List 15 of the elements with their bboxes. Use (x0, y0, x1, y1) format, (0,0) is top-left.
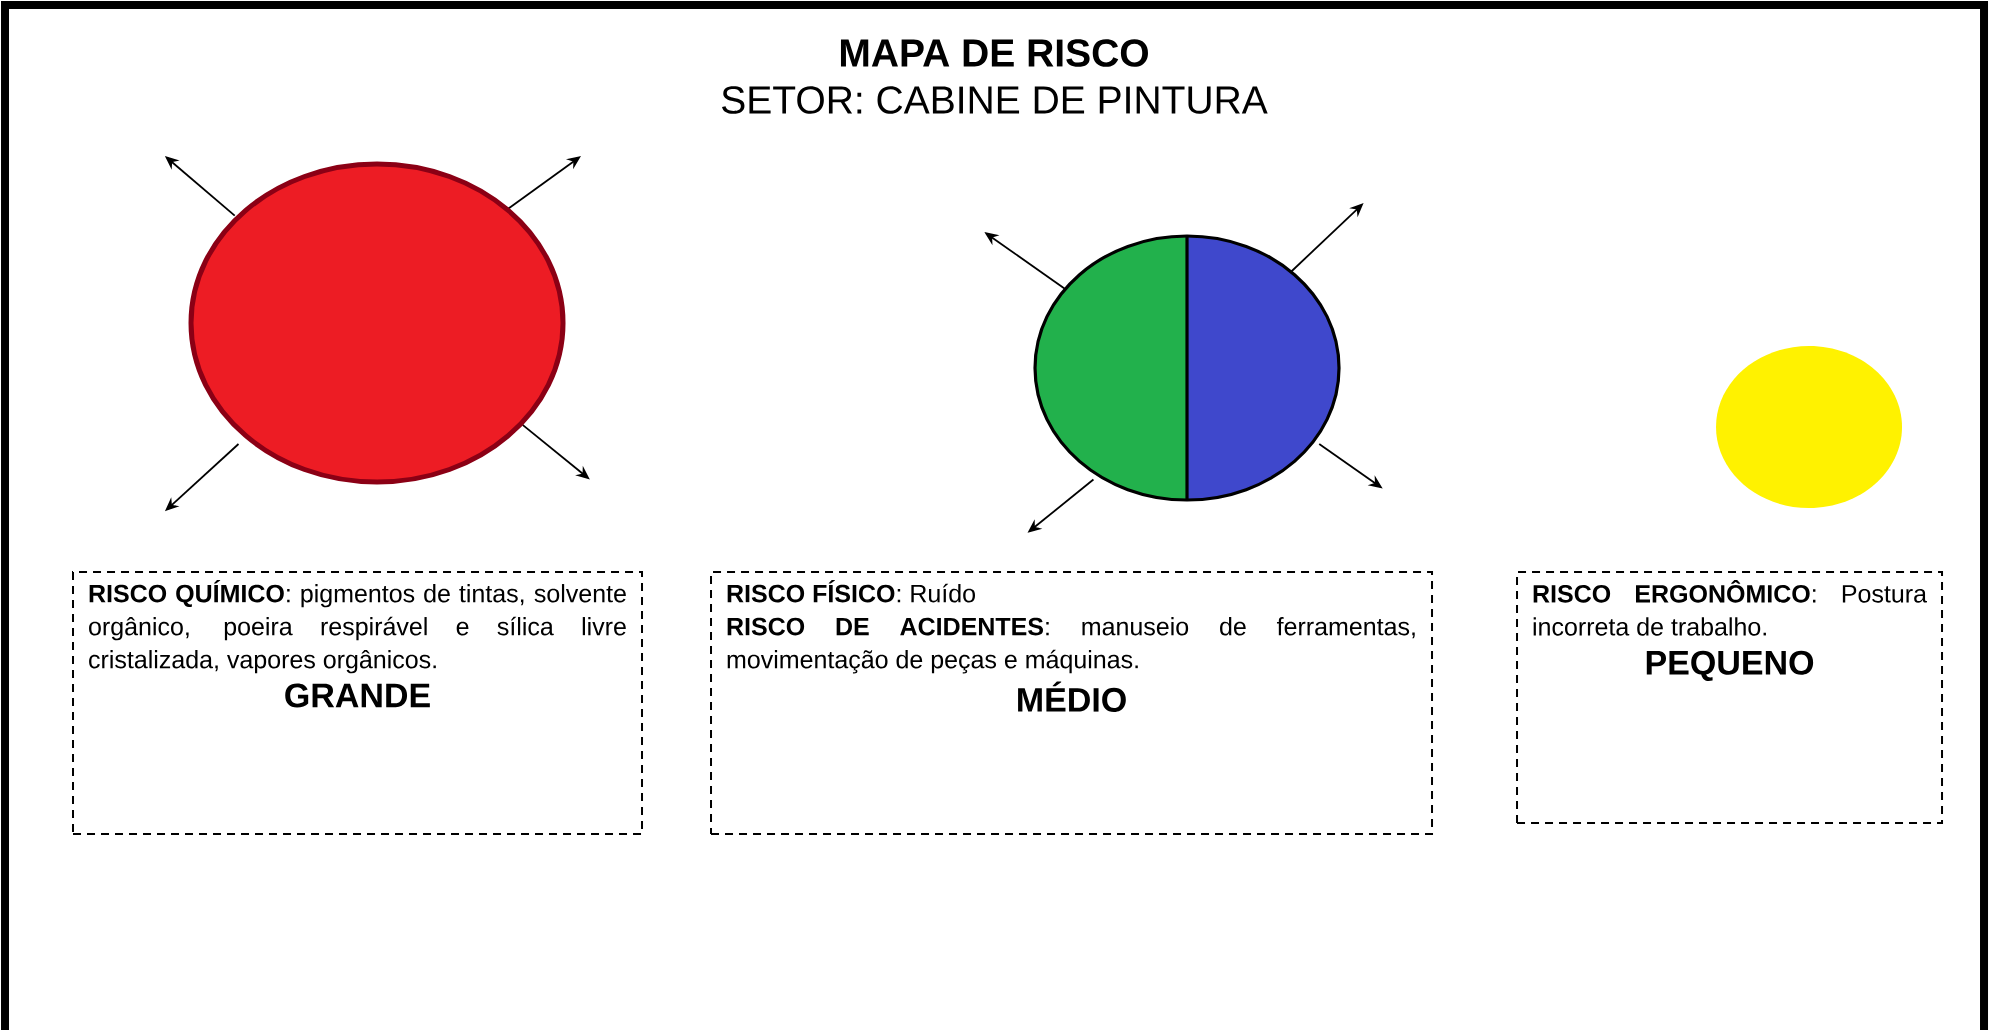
risk-box (1516, 571, 1944, 824)
risk-level: MÉDIO (1018, 681, 1126, 712)
risk-description: RISCO FÍSICO: Ruído (727, 580, 975, 603)
subtitle: SETOR: CABINE DE PINTURA (722, 86, 1268, 114)
split-hazard-circle (1033, 234, 1341, 502)
title: MAPA DE RISCO (840, 39, 1148, 67)
risk-box (710, 571, 1433, 835)
risk-description: RISCO QUÍMICO: pigmentos de tintas, solvente orgânico, poeira respirável e sílica livre cristalizada, vapores orgânicos. (89, 580, 626, 674)
risk-description: RISCO DE ACIDENTES: manuseio de ferramentas, movimentação de peças e máquinas. (727, 617, 1415, 674)
risk-level: PEQUENO (1646, 650, 1814, 682)
hazard-circle (188, 161, 566, 485)
risk-level: GRANDE (285, 683, 430, 708)
risk-box (72, 571, 643, 835)
risk-description: RISCO ERGONÔMICO: Postura incorreta de trabalho. (1533, 580, 1927, 636)
hazard-circle (1716, 346, 1903, 508)
